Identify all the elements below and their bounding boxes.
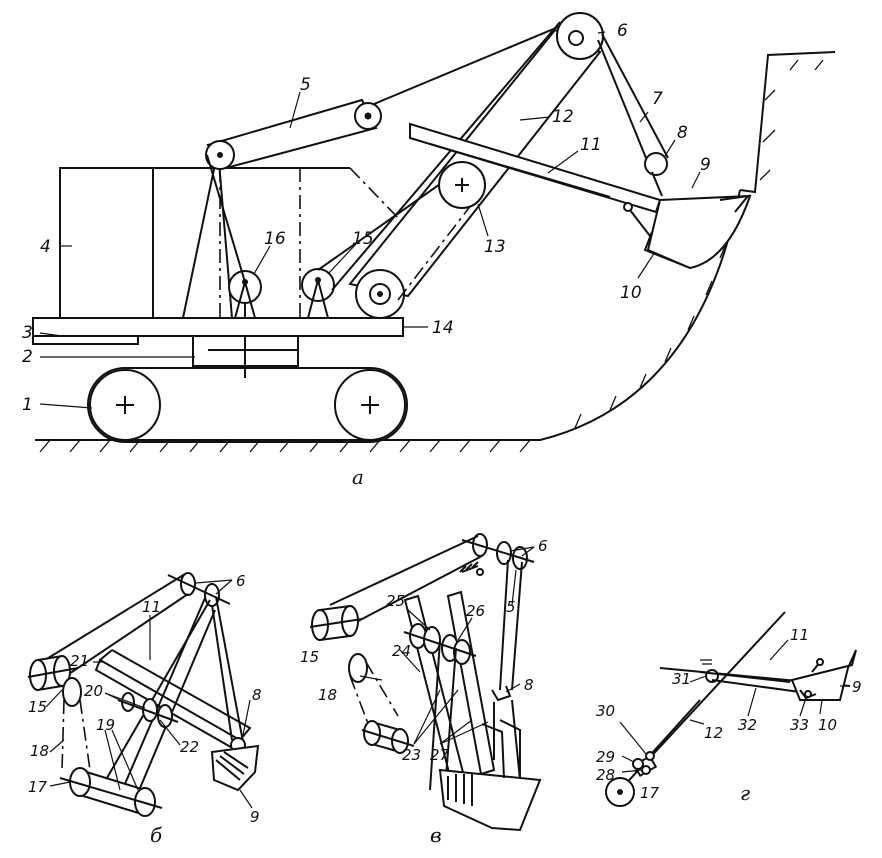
label-a-9: 9: [700, 155, 711, 175]
label-b-18: 18: [30, 742, 49, 760]
ground-hatching: [39, 243, 727, 453]
crowd-cable: [317, 169, 461, 271]
label-b-21: 21: [70, 652, 89, 670]
label-g-28: 28: [596, 766, 615, 784]
boom-suspension-cable: [373, 19, 576, 105]
hoist-rope-b: [601, 33, 669, 159]
label-v-15: 15: [300, 648, 319, 666]
g-pulley-29: [632, 758, 644, 770]
label-a-4: 4: [40, 237, 51, 257]
g-pulley-28: [641, 765, 651, 775]
label-a-7: 7: [652, 89, 663, 109]
label-a-15: 15: [352, 229, 374, 249]
g-bucket: [790, 649, 857, 701]
label-b-11: 11: [142, 598, 161, 616]
padlock-sheave: [644, 152, 668, 176]
label-a-6: 6: [617, 21, 628, 41]
label-b-19: 19: [96, 716, 115, 734]
label-g-9: 9: [852, 678, 862, 696]
crawler-track: [87, 367, 408, 443]
label-b-20: 20: [84, 682, 103, 700]
caption-b: б: [150, 823, 163, 847]
label-a-10: 10: [620, 283, 642, 303]
label-b-15: 15: [28, 698, 47, 716]
label-v-26: 26: [466, 602, 485, 620]
label-g-33: 33: [790, 716, 809, 734]
label-g-10: 10: [818, 716, 837, 734]
label-a-5: 5: [300, 75, 311, 95]
hoist-cable-back: [331, 21, 561, 291]
label-a-13: 13: [484, 237, 506, 257]
label-a-12: 12: [552, 107, 574, 127]
slope-bench: [739, 51, 836, 194]
wheel-axle-marks: [116, 396, 379, 414]
label-v-18: 18: [318, 686, 337, 704]
bench-hatching: [759, 59, 824, 181]
label-b-8: 8: [252, 686, 262, 704]
label-a-14: 14: [432, 318, 454, 338]
revolving-platform: [32, 317, 404, 337]
g-link-32: [711, 679, 801, 693]
hoist-rope-a: [597, 39, 647, 159]
figure-g-leaders: [619, 639, 846, 773]
figure-a-leaders: [39, 31, 701, 409]
label-b-17: 17: [28, 778, 48, 796]
label-g-29: 29: [596, 748, 615, 766]
label-v-8: 8: [524, 676, 534, 694]
label-v-24: 24: [392, 642, 411, 660]
figure-a-shovel: 1 2 3 4 5 6 7 8 9 10 11 12 13 14 15 16 а: [22, 12, 836, 489]
label-a-11: 11: [580, 135, 602, 155]
bucket-door: [643, 231, 691, 269]
drum-16: [228, 270, 262, 304]
v-chain-18: [349, 661, 399, 735]
dipper-bucket: [646, 194, 752, 270]
ground-and-slope-line: [35, 189, 741, 441]
label-v-5: 5: [506, 598, 516, 616]
b-chain-18: [61, 699, 91, 771]
v-anchor: [459, 561, 479, 573]
drum-15: [301, 268, 335, 302]
label-g-11: 11: [790, 626, 809, 644]
label-a-16: 16: [264, 229, 286, 249]
figure-b-leaders: [45, 579, 253, 809]
figure-g-schematic: 11 30 31 9 29 28 12 32 33 10 17 г: [596, 611, 862, 807]
label-g-30: 30: [596, 702, 615, 720]
caption-a: а: [352, 465, 364, 489]
label-g-12: 12: [704, 724, 723, 742]
counterweight: [32, 335, 139, 345]
label-v-23: 23: [402, 746, 421, 764]
figure-v-schematic: 6 25 26 5 15 24 18 8 23 27 в: [300, 533, 548, 847]
g-pulley-30: [645, 751, 655, 761]
label-v-27: 27: [430, 746, 450, 764]
label-v-25: 25: [386, 592, 405, 610]
label-g-17: 17: [640, 784, 660, 802]
label-b-6: 6: [236, 572, 246, 590]
caption-g: г: [740, 781, 750, 805]
figure-b-schematic: 6 11 21 20 19 22 15 18 17 8 9 б: [27, 572, 262, 847]
label-b-22: 22: [180, 738, 199, 756]
label-a-3: 3: [22, 323, 33, 343]
label-g-32: 32: [738, 716, 757, 734]
label-a-8: 8: [677, 123, 688, 143]
figure-v-leaders: [359, 546, 535, 745]
label-a-2: 2: [22, 347, 33, 367]
label-v-6: 6: [538, 537, 548, 555]
dipper-stick: [409, 122, 662, 214]
cab-outline: [59, 167, 350, 318]
label-a-1: 1: [22, 395, 33, 415]
label-g-31: 31: [672, 670, 691, 688]
label-b-9: 9: [250, 808, 260, 826]
caption-v: в: [430, 823, 442, 847]
